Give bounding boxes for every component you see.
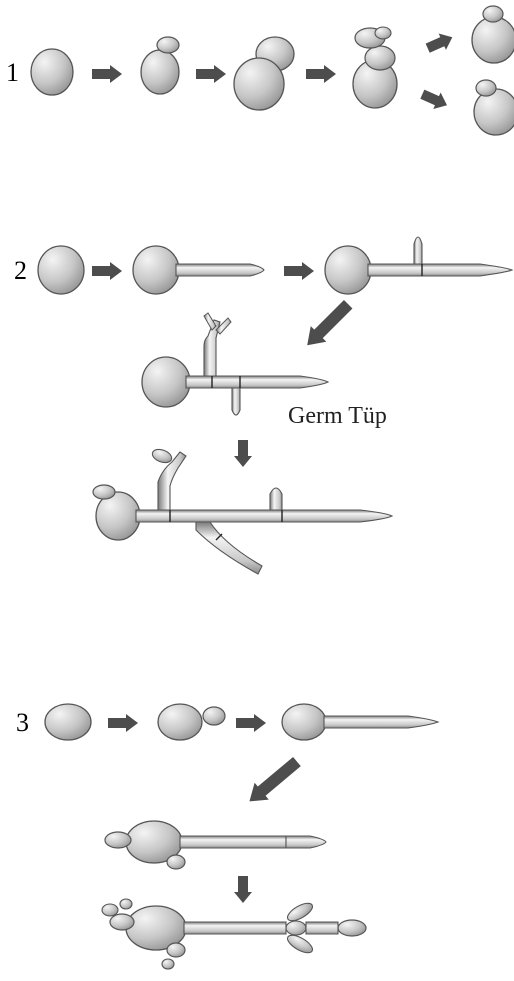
lateral-bud [270, 488, 282, 510]
germ-tube [324, 716, 438, 728]
arrow-icon [299, 296, 356, 353]
cell [158, 704, 202, 740]
cell [338, 920, 366, 936]
arrow-icon [92, 262, 122, 280]
bud [162, 959, 174, 969]
bud [110, 914, 134, 930]
pseudohypha [180, 836, 286, 848]
cell [325, 246, 371, 294]
arrow-icon [234, 876, 252, 903]
cell [234, 58, 284, 110]
row-number-3: 3 [16, 710, 29, 736]
germ-tube [368, 264, 512, 276]
bud [286, 921, 306, 935]
pseudohypha [306, 922, 338, 934]
cell [142, 357, 190, 407]
bud [167, 855, 185, 869]
arrow-icon [242, 753, 304, 810]
bud [483, 6, 503, 22]
bud [157, 37, 179, 53]
row-2-germ-tube [38, 237, 512, 574]
bud [285, 900, 315, 924]
row-number-2: 2 [14, 258, 27, 284]
cell [141, 50, 179, 94]
bud [365, 46, 395, 70]
bud [167, 943, 185, 957]
cell [31, 49, 73, 95]
bud [476, 80, 496, 96]
bud [93, 485, 115, 499]
bud [375, 27, 391, 39]
row-1-budding [31, 6, 514, 135]
bud [151, 447, 174, 465]
arrow-icon [234, 440, 252, 467]
bud [285, 932, 315, 956]
lateral-bud [414, 237, 422, 264]
arrow-icon [108, 714, 138, 732]
bud [203, 707, 225, 725]
arrow-icon [92, 65, 122, 83]
row-3-pseudohyphae [45, 704, 438, 969]
arrow-icon [419, 86, 451, 113]
cell [133, 246, 179, 294]
row-number-1: 1 [6, 60, 19, 86]
pseudohypha [184, 922, 286, 934]
lateral-bud [232, 388, 240, 415]
arrow-icon [196, 65, 226, 83]
pseudohypha-tip [286, 836, 326, 848]
arrow-icon [236, 714, 266, 732]
arrow-icon [284, 262, 314, 280]
germ-tube [176, 264, 264, 276]
arrow-icon [424, 29, 456, 56]
branch [196, 522, 262, 574]
germ-tube-label: Germ Tüp [288, 404, 387, 428]
cell [472, 17, 514, 63]
bud [102, 904, 118, 916]
cell [474, 89, 514, 135]
hypha [186, 376, 328, 388]
hypha [136, 510, 392, 522]
cell [45, 704, 91, 740]
bud [120, 899, 132, 909]
cell [282, 704, 326, 740]
bud [105, 832, 131, 848]
arrow-icon [306, 65, 336, 83]
cell [38, 246, 84, 294]
